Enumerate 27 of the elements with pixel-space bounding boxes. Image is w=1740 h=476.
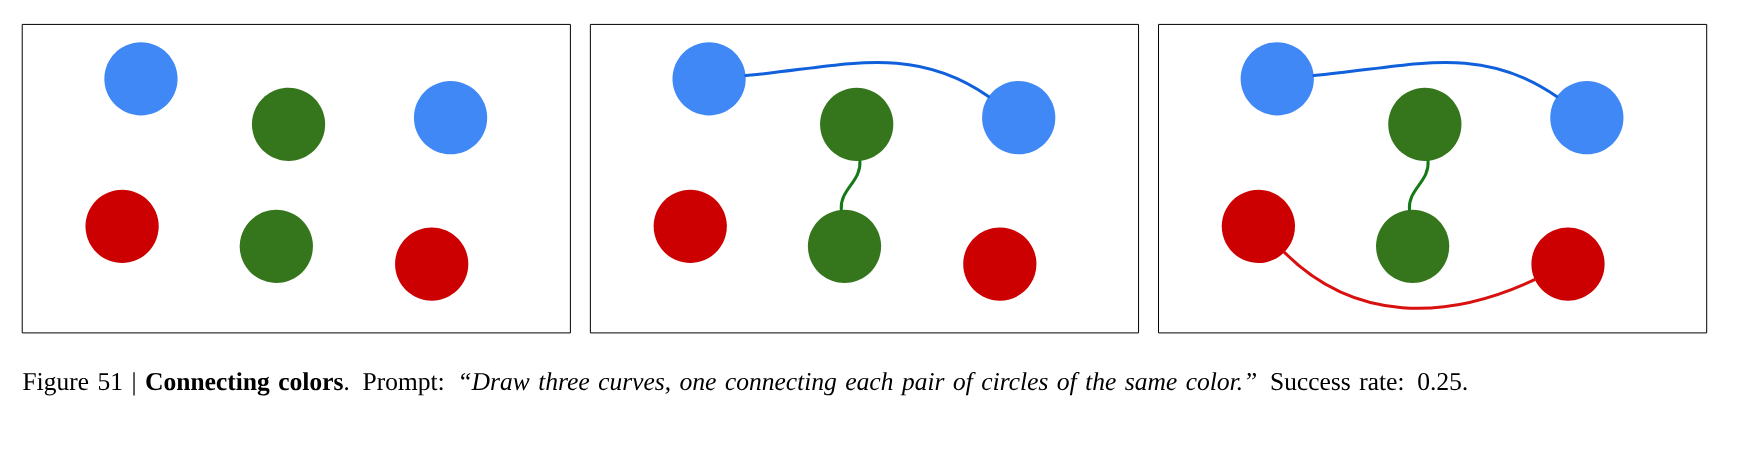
circle — [1388, 87, 1462, 161]
circle — [251, 87, 326, 161]
circle — [1240, 42, 1314, 116]
curve — [1282, 250, 1537, 310]
circle — [982, 81, 1056, 155]
curve — [1312, 61, 1559, 98]
circle — [963, 227, 1037, 301]
circle — [85, 189, 159, 263]
caption: Figure 51 | Connecting colors. Prompt: “Draw three curves, one connecting each pair of circles of the same color.” Success rate: 0.25. — [23, 371, 1467, 396]
circle — [395, 227, 469, 301]
circle — [104, 42, 178, 116]
circle — [653, 189, 727, 263]
panel-frame — [1158, 23, 1708, 334]
circle — [1531, 227, 1605, 301]
circle — [1376, 209, 1450, 283]
circle — [672, 42, 746, 116]
circle — [1550, 81, 1624, 155]
circle — [239, 209, 313, 283]
circle — [1221, 189, 1295, 263]
curve — [839, 159, 862, 212]
curve — [744, 61, 991, 98]
circle — [820, 87, 894, 161]
circle — [413, 81, 488, 155]
panel-frame — [589, 23, 1140, 334]
circle — [807, 209, 882, 283]
curve — [1407, 159, 1430, 212]
panel-frame — [21, 23, 571, 334]
